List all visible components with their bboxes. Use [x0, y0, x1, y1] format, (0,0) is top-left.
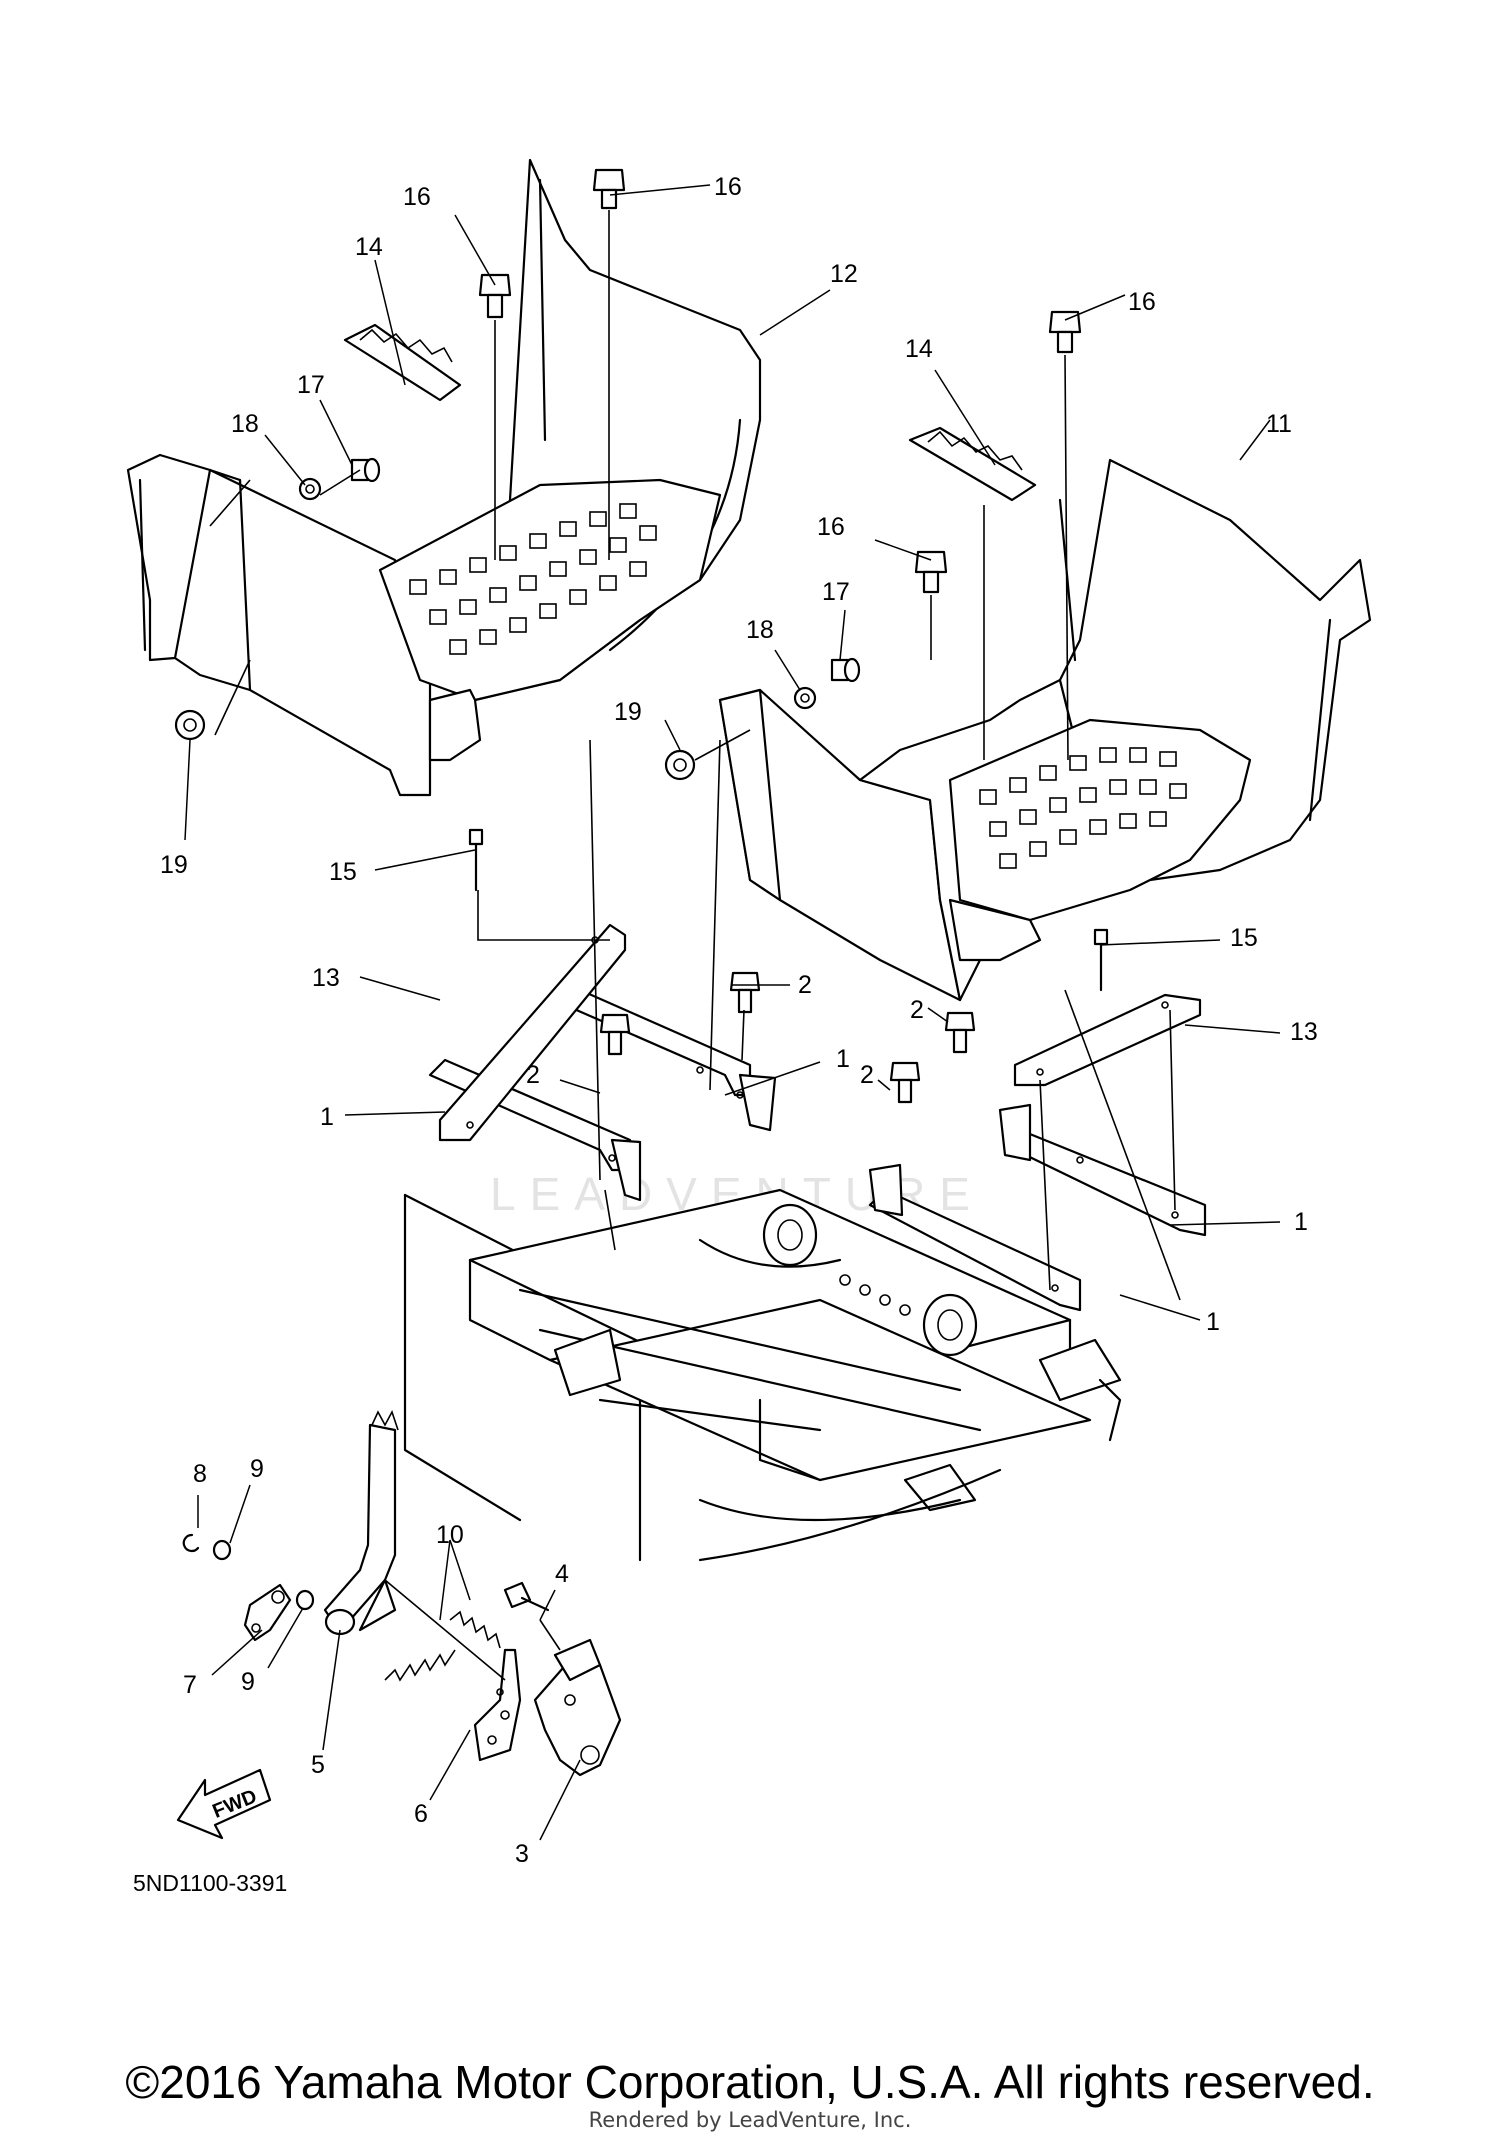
- bolt-part-4[interactable]: [503, 1581, 550, 1612]
- rendered-by-text: Rendered by LeadVenture, Inc.: [588, 2108, 912, 2132]
- callout-19: 19: [614, 698, 642, 726]
- callout-1: 1: [320, 1103, 334, 1131]
- bolt-part-2-c[interactable]: [889, 1061, 921, 1104]
- callout-9: 9: [241, 1668, 255, 1696]
- step-plate-right-part-14[interactable]: [908, 426, 1037, 502]
- washer-part-9-upper[interactable]: [212, 1539, 232, 1561]
- callout-17: 17: [297, 371, 325, 399]
- callout-2: 2: [526, 1061, 540, 1089]
- callout-12: 12: [830, 260, 858, 288]
- bracket-part-6[interactable]: [473, 1648, 522, 1762]
- bolt-part-17-right[interactable]: [830, 657, 861, 683]
- spring-part-10[interactable]: [384, 1610, 501, 1682]
- bolt-part-2-a[interactable]: [729, 971, 761, 1014]
- callout-leaders: [184, 184, 1281, 1841]
- bolt-part-16-d[interactable]: [914, 550, 948, 594]
- bolt-part-16-a[interactable]: [592, 168, 626, 210]
- callout-15: 15: [1230, 924, 1258, 952]
- callout-16: 16: [817, 513, 845, 541]
- left-footrest-part-12[interactable]: [126, 158, 762, 797]
- rivet-part-15-right[interactable]: [1093, 928, 1109, 992]
- nut-part-19-left[interactable]: [174, 709, 206, 741]
- callout-9: 9: [250, 1455, 264, 1483]
- step-plate-left-part-14[interactable]: [343, 323, 462, 402]
- vehicle-frame: [403, 1188, 1122, 1562]
- circlip-part-8[interactable]: [182, 1533, 200, 1553]
- callout-19: 19: [160, 851, 188, 879]
- rivet-part-15-left[interactable]: [468, 828, 484, 892]
- callout-2: 2: [860, 1061, 874, 1089]
- callout-10: 10: [436, 1521, 464, 1549]
- callout-1: 1: [1294, 1208, 1308, 1236]
- callout-13: 13: [312, 964, 340, 992]
- plate-part-13-right[interactable]: [1013, 993, 1202, 1087]
- callout-18: 18: [746, 616, 774, 644]
- callout-6: 6: [414, 1800, 428, 1828]
- right-footrest-part-11[interactable]: [718, 458, 1372, 1002]
- callout-8: 8: [193, 1460, 207, 1488]
- bracket-part-1-right-front[interactable]: [868, 1163, 1082, 1312]
- callout-11: 11: [1266, 410, 1292, 438]
- fwd-arrow-icon: FWD: [176, 1768, 272, 1840]
- brake-pedal-part-5[interactable]: [323, 1409, 399, 1636]
- washer-part-9-lower[interactable]: [295, 1589, 315, 1611]
- bolt-part-16-c[interactable]: [1048, 310, 1082, 354]
- callout-18: 18: [231, 410, 259, 438]
- diagram-code: 5ND1100-3391: [133, 1870, 288, 1896]
- callout-2: 2: [798, 971, 812, 999]
- callout-17: 17: [822, 578, 850, 606]
- copyright-text: ©2016 Yamaha Motor Corporation, U.S.A. A…: [125, 2056, 1375, 2108]
- callout-15: 15: [329, 858, 357, 886]
- washer-part-18-right[interactable]: [793, 686, 817, 710]
- bracket-part-1-right-rear[interactable]: [998, 1103, 1207, 1237]
- nut-part-19-right[interactable]: [664, 749, 696, 781]
- pivot-bracket-part-3[interactable]: [533, 1638, 622, 1777]
- callout-3: 3: [515, 1840, 529, 1868]
- callout-16: 16: [403, 183, 431, 211]
- callout-1: 1: [836, 1045, 850, 1073]
- lever-plate-part-7[interactable]: [243, 1583, 292, 1642]
- callout-7: 7: [183, 1671, 197, 1699]
- callout-numbers: 1 1 1 1 2 2 2 2 3 4 5 6 7 8 9 9 10 11 12…: [160, 173, 1318, 1868]
- callout-16: 16: [1128, 288, 1156, 316]
- callout-14: 14: [905, 335, 933, 363]
- bolt-part-2-d[interactable]: [944, 1011, 976, 1054]
- callout-16: 16: [714, 173, 742, 201]
- callout-14: 14: [355, 233, 383, 261]
- bolt-part-2-b[interactable]: [599, 1013, 631, 1056]
- callout-13: 13: [1290, 1018, 1318, 1046]
- bolt-part-16-b[interactable]: [478, 273, 512, 319]
- callout-4: 4: [555, 1560, 569, 1588]
- bolt-part-17-left[interactable]: [350, 457, 381, 483]
- callout-1: 1: [1206, 1308, 1220, 1336]
- callout-5: 5: [311, 1751, 325, 1779]
- assembly-guide-lines: [209, 210, 1181, 1681]
- callout-2: 2: [910, 996, 924, 1024]
